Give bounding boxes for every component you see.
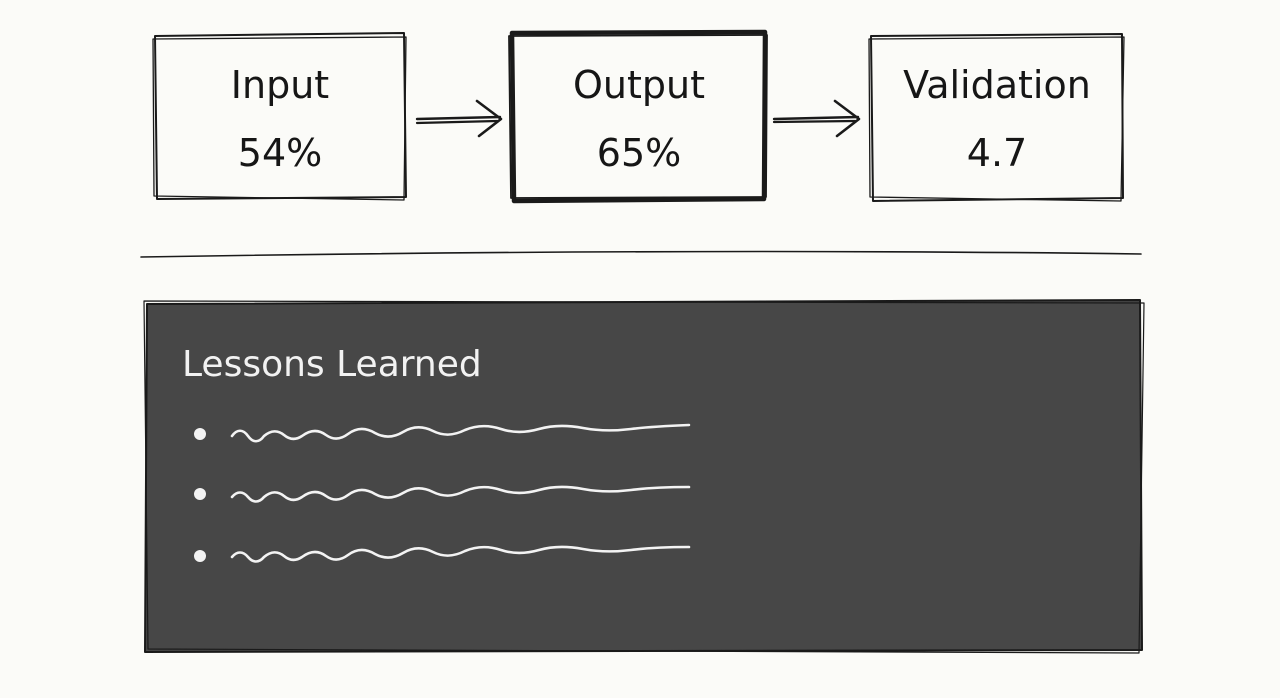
stage-output: Output 65% (508, 29, 768, 204)
lessons-panel-border-stroke (143, 300, 1145, 654)
stage-input-box (154, 32, 407, 200)
lessons-panel-border (144, 299, 1143, 653)
stage-input: Input 54% (152, 32, 407, 201)
stage-output-value: 65% (597, 131, 681, 175)
bullet-icon (194, 550, 206, 562)
stage-input-box-stroke (152, 36, 407, 201)
redacted-text-line (230, 423, 691, 443)
section-divider (140, 250, 1142, 258)
lessons-panel-background (145, 300, 1142, 652)
stage-output-label: Output (573, 63, 705, 107)
list-item (194, 485, 691, 503)
stage-output-box-stroke (508, 34, 768, 199)
arrow-shaft (415, 115, 502, 121)
arrow-input-output (415, 99, 503, 138)
arrow-shaft-stroke (772, 119, 857, 124)
stage-validation-box-stroke (868, 36, 1125, 202)
stage-input-label: Input (231, 63, 329, 107)
bullet-icon (194, 428, 206, 440)
arrow-shaft-stroke (415, 119, 499, 125)
arrow-head (475, 99, 503, 138)
stage-validation-value: 4.7 (967, 131, 1027, 175)
stage-validation-label: Validation (903, 63, 1091, 107)
list-item (194, 545, 691, 563)
list-item (194, 423, 691, 443)
arrow-shaft (772, 115, 860, 121)
stage-output-box (509, 29, 768, 204)
redacted-text-line (230, 485, 691, 503)
lessons-panel: Lessons Learned (143, 299, 1145, 654)
redacted-text-line (230, 545, 691, 563)
stage-validation: Validation 4.7 (868, 33, 1125, 202)
lessons-panel-title: Lessons Learned (182, 344, 482, 385)
arrow-output-validation (772, 99, 861, 138)
stage-input-value: 54% (238, 131, 322, 175)
stage-validation-box (870, 33, 1124, 202)
arrow-head (833, 99, 861, 138)
bullet-icon (194, 488, 206, 500)
